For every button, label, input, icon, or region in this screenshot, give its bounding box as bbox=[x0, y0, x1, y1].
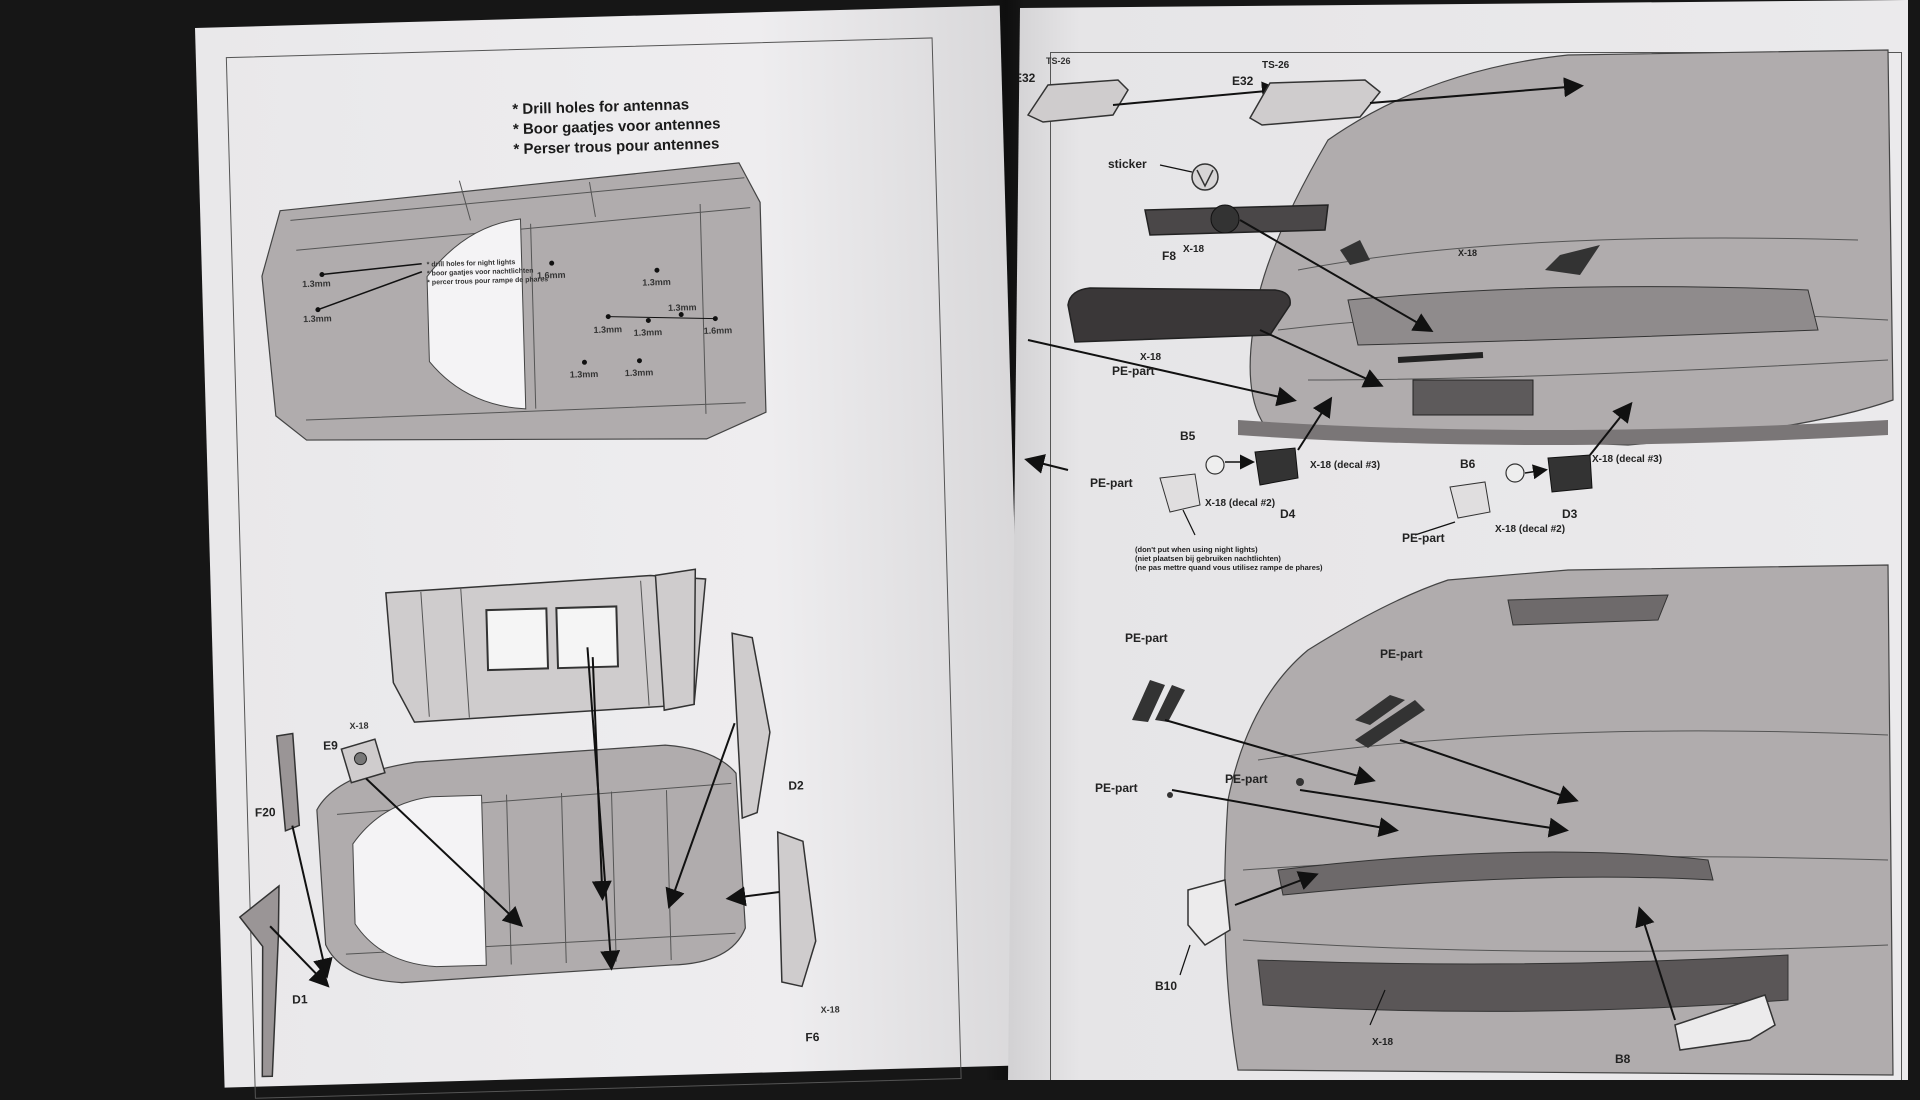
hole-label-4: 1.3mm bbox=[642, 277, 671, 288]
part-f20-shape bbox=[275, 732, 301, 832]
label-f8: F8 bbox=[1162, 249, 1176, 263]
label-d4: D4 bbox=[1280, 507, 1296, 521]
drill-hole-9 bbox=[581, 359, 587, 365]
part-e32-shape bbox=[1026, 79, 1129, 123]
pe-part-vent-right bbox=[1355, 695, 1425, 748]
part-d1-shape bbox=[238, 884, 280, 1078]
paint-e9: X-18 bbox=[349, 720, 368, 731]
label-pe-cover-left: PE-part bbox=[1090, 476, 1133, 490]
part-b6-shape bbox=[1505, 463, 1525, 483]
label-pe-cover-right: PE-part bbox=[1402, 531, 1445, 545]
label-b6: B6 bbox=[1460, 457, 1476, 471]
part-b8-headlight bbox=[1674, 994, 1776, 1051]
drill-hole-10 bbox=[636, 358, 642, 364]
label-e32: E32 bbox=[1014, 71, 1036, 85]
warning-note-en: (don't put when using night lights) bbox=[1135, 545, 1258, 554]
part-d3-shape bbox=[1547, 454, 1593, 493]
right-page-frame bbox=[1050, 52, 1902, 1080]
paint-pe-mesh: X-18 bbox=[1140, 352, 1162, 363]
label-b8: B8 bbox=[1615, 1052, 1631, 1066]
label-d3: D3 bbox=[1562, 507, 1578, 521]
part-e9-shape bbox=[340, 738, 386, 784]
drill-hole-4 bbox=[654, 267, 660, 273]
paint-pe-cover-left: X-18 (decal #2) bbox=[1205, 498, 1275, 509]
drill-hole-5 bbox=[605, 314, 611, 320]
label-f20: F20 bbox=[255, 805, 276, 820]
pe-part-cover-left bbox=[1159, 473, 1201, 513]
hole-label-3: 1.6mm bbox=[537, 270, 566, 281]
hole-label-6: 1.3mm bbox=[634, 327, 663, 338]
night-light-note-nl: * boor gaatjes voor nachtlichten bbox=[427, 268, 534, 278]
warning-note-fr: (ne pas mettre quand vous utilisez rampe… bbox=[1135, 563, 1323, 572]
part-f6-shape bbox=[776, 830, 817, 988]
paint-bottom: X-18 bbox=[1372, 1037, 1394, 1048]
night-light-note-fr: * percer trous pour rampe de phares bbox=[427, 276, 548, 286]
antenna-note-nl: * Boor gaatjes voor antennes bbox=[513, 115, 721, 138]
drill-hole-1 bbox=[319, 272, 325, 278]
hole-label-8: 1.6mm bbox=[704, 325, 733, 336]
label-f6: F6 bbox=[805, 1030, 820, 1044]
paint-e32: TS-26 bbox=[1046, 56, 1071, 66]
paint-e32-label: TS-26 bbox=[1262, 60, 1290, 71]
drill-hole-3 bbox=[549, 260, 555, 266]
label-pe-small-left: PE-part bbox=[1095, 781, 1138, 795]
pe-mesh-grille-shape bbox=[1067, 287, 1291, 343]
drill-hole-6 bbox=[645, 317, 651, 323]
label-d1: D1 bbox=[292, 992, 308, 1006]
paint-d4: X-18 (decal #3) bbox=[1310, 460, 1380, 471]
paint-d3: X-18 (decal #3) bbox=[1592, 454, 1662, 465]
hole-label-2: 1.3mm bbox=[303, 313, 332, 324]
right-page-labels: TS-26 E32 bbox=[1014, 56, 1071, 85]
night-light-note-en: * drill holes for night lights bbox=[427, 259, 516, 268]
label-e32-part: E32 bbox=[1232, 74, 1254, 88]
hole-label-7: 1.3mm bbox=[668, 302, 697, 313]
warning-note-nl: (niet plaatsen bij gebruiken nachtlichte… bbox=[1135, 554, 1281, 563]
label-b10: B10 bbox=[1155, 979, 1177, 993]
part-b5-shape bbox=[1205, 455, 1225, 475]
car-front-view-upper bbox=[1238, 49, 1894, 446]
label-pe-vent-left: PE-part bbox=[1125, 631, 1168, 645]
hole-label-5: 1.3mm bbox=[593, 324, 622, 335]
hole-label-10: 1.3mm bbox=[625, 367, 654, 378]
vw-logo-sticker-icon bbox=[1191, 163, 1219, 191]
left-instruction-page: * Drill holes for antennas * Boor gaatje… bbox=[195, 5, 1030, 1099]
label-sticker: sticker bbox=[1108, 157, 1147, 171]
paint-hood: X-18 bbox=[1458, 248, 1477, 258]
drill-hole-7 bbox=[678, 312, 684, 318]
pe-part-cover-right bbox=[1449, 481, 1491, 519]
label-e9: E9 bbox=[323, 738, 338, 752]
pe-part-vent-left bbox=[1132, 680, 1185, 722]
part-e32-scoop bbox=[1248, 79, 1382, 126]
paint-f8: X-18 bbox=[1183, 244, 1205, 255]
antenna-note-fr: * Perser trous pour antennes bbox=[513, 135, 719, 158]
label-b5: B5 bbox=[1180, 429, 1196, 443]
label-pe-mesh: PE-part bbox=[1112, 364, 1155, 378]
label-pe-small-right: PE-part bbox=[1225, 772, 1268, 786]
antenna-note-en: * Drill holes for antennas bbox=[512, 96, 689, 118]
label-pe-vent-right: PE-part bbox=[1380, 647, 1423, 661]
car-top-view-lower bbox=[316, 744, 746, 984]
paint-f6: X-18 bbox=[821, 1004, 840, 1015]
car-top-view-upper bbox=[261, 162, 767, 441]
label-d2: D2 bbox=[788, 778, 804, 792]
part-b10-headlight bbox=[1187, 879, 1231, 946]
hole-label-1: 1.3mm bbox=[302, 278, 331, 289]
hole-label-9: 1.3mm bbox=[570, 369, 599, 380]
part-d2-shape bbox=[731, 632, 771, 820]
left-page-diagram: * Drill holes for antennas * Boor gaatje… bbox=[238, 96, 840, 1078]
part-d4-shape bbox=[1254, 447, 1299, 486]
roof-panel-part bbox=[385, 568, 707, 723]
paint-pe-cover-right: X-18 (decal #2) bbox=[1495, 524, 1565, 535]
